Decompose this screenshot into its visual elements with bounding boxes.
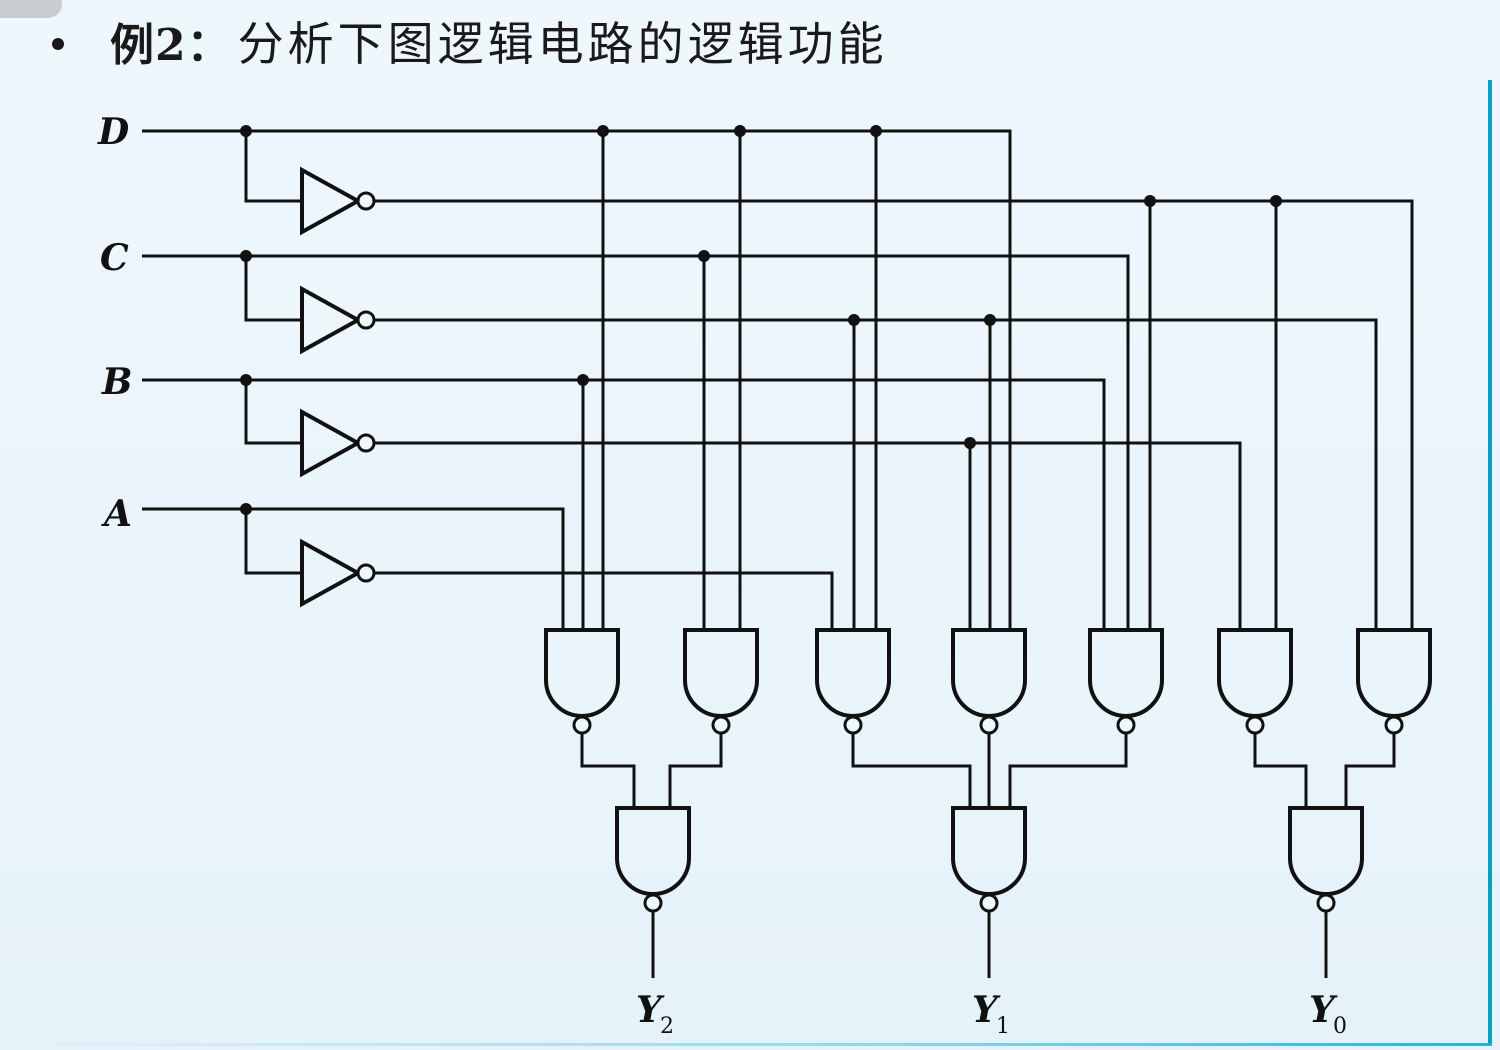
input-label-a: A <box>101 493 132 535</box>
input-label-c: C <box>100 237 129 279</box>
wires-b-bar <box>375 441 1242 630</box>
output-label-y2: Y <box>636 989 665 1031</box>
nand-gate-6 <box>1217 628 1293 735</box>
title-example-number: 例2： <box>110 20 232 71</box>
nand-gate-1 <box>544 628 620 735</box>
nand-gate-5 <box>1088 628 1164 735</box>
output-label-y1: Y <box>972 989 1001 1031</box>
wires-to-y1-gate <box>851 733 1128 808</box>
output-subscript-y1: 1 <box>996 1014 1010 1039</box>
wires-to-y0-gate <box>1253 733 1396 808</box>
output-label-y0: Y <box>1309 989 1338 1031</box>
slide-frame-right-edge <box>1488 80 1492 1045</box>
nand-gate-3 <box>815 628 891 735</box>
output-gate-y1 <box>951 806 1027 978</box>
output-gate-y0 <box>1288 806 1364 978</box>
wires-b <box>142 378 1106 630</box>
inverter-a <box>300 538 376 608</box>
title-text: 分析下图逻辑电路的逻辑功能 <box>237 17 888 71</box>
nand-gate-2 <box>683 628 759 735</box>
inverter-b <box>300 408 376 478</box>
inverter-d <box>300 166 376 236</box>
window-corner-tab <box>0 0 62 18</box>
wires-to-y2-gate <box>580 733 723 808</box>
input-label-b: B <box>101 361 132 403</box>
output-subscript-y2: 2 <box>660 1014 674 1039</box>
slide-frame-bottom-edge <box>0 1043 1492 1046</box>
nand-gate-4 <box>951 628 1027 735</box>
input-label-d: D <box>97 111 129 153</box>
output-gate-y2 <box>615 806 691 978</box>
inverter-c <box>300 285 376 355</box>
slide-title: 例2： 分析下图逻辑电路的逻辑功能 <box>52 6 888 76</box>
wires-d-bar <box>375 199 1414 630</box>
junction-dots <box>240 125 1282 515</box>
wires-c-bar <box>375 318 1378 630</box>
wires-a-bar <box>375 571 834 630</box>
wires-a <box>142 507 565 630</box>
nand-gate-7 <box>1356 628 1432 735</box>
output-subscript-y0: 0 <box>1333 1014 1347 1039</box>
bullet-icon <box>52 38 64 50</box>
